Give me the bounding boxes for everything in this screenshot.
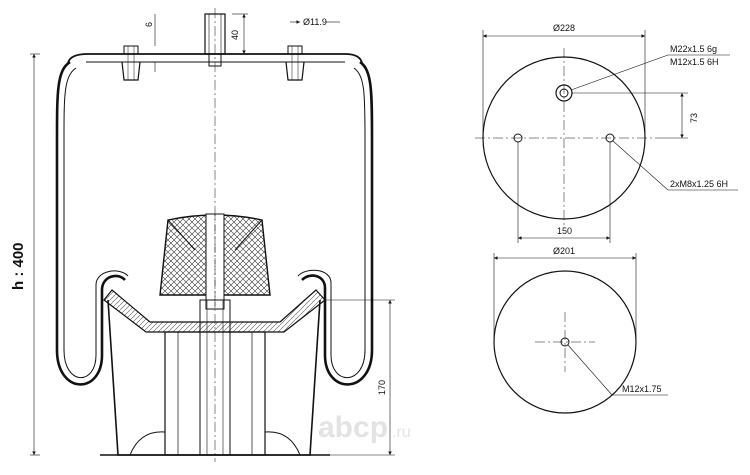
bottom-dim-diameter: Ø201 — [553, 246, 575, 256]
watermark-brand: аbcp — [318, 411, 388, 444]
dim-top-offset: 6 — [144, 22, 154, 27]
watermark-suffix: .ru — [392, 424, 411, 441]
left-stud — [121, 45, 141, 81]
bottom-view-dimensions — [493, 253, 668, 396]
top-holes-label: 2xM8x1.25 6H — [670, 179, 728, 189]
height-label: h : 400 — [10, 242, 27, 290]
bottom-thread-hole — [560, 337, 570, 347]
top-dim-diameter: Ø228 — [553, 23, 575, 33]
bellows-outer — [55, 60, 126, 386]
right-stud — [285, 45, 305, 81]
dim-stud-height: 40 — [230, 30, 240, 40]
top-view-dimensions — [482, 30, 738, 243]
top-dim-offset: 73 — [689, 113, 699, 123]
top-thread-label-1: M22x1.5 6g — [670, 44, 717, 54]
top-thread-label-2: M12x1.5 6H — [670, 57, 719, 67]
side-view — [55, 8, 374, 462]
watermark: аbcp .ru — [318, 411, 411, 444]
top-dim-hole-spacing: 150 — [557, 226, 572, 236]
dim-hole-diameter: Ø11.9 — [303, 17, 327, 27]
side-view-dimensions — [30, 13, 395, 456]
dim-piston-height: 170 — [377, 380, 387, 395]
bottom-view — [493, 270, 637, 414]
piston-body — [100, 299, 330, 456]
top-view — [475, 48, 655, 228]
bottom-thread-label: M12x1.75 — [622, 384, 662, 394]
